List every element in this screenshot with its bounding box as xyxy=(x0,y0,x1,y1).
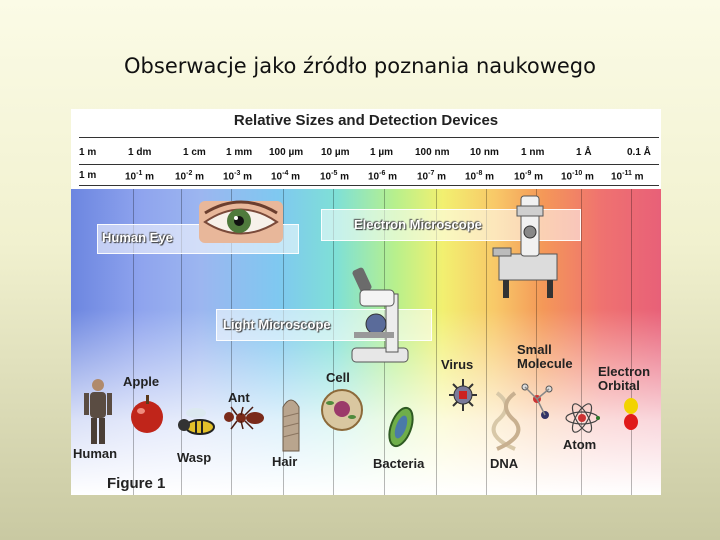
bacteria-icon xyxy=(381,401,421,453)
scale-tick-top: 1 dm xyxy=(128,147,151,158)
scale-tick-top: 10 nm xyxy=(470,147,499,158)
electron-orbital-icon xyxy=(623,397,639,431)
relative-sizes-figure: Relative Sizes and Detection Devices 1 m… xyxy=(71,109,661,495)
scale-tick-top: 1 Å xyxy=(576,147,592,158)
scale-tick-bottom: 10-7 m xyxy=(417,170,446,182)
grid-line xyxy=(133,164,134,495)
slide-title: Obserwacje jako źródło poznania naukoweg… xyxy=(0,54,720,78)
cell-label: Cell xyxy=(326,371,350,385)
wasp-label: Wasp xyxy=(177,451,211,465)
scale-tick-top: 100 nm xyxy=(415,147,449,158)
ant-icon xyxy=(221,405,267,431)
scale-tick-bottom: 10-4 m xyxy=(271,170,300,182)
wasp-icon xyxy=(174,405,220,445)
scale-line-middle xyxy=(79,164,659,165)
grid-line xyxy=(181,164,182,495)
scale-tick-bottom: 1 m xyxy=(79,170,96,181)
bacteria-label: Bacteria xyxy=(373,457,424,471)
dna-label: DNA xyxy=(490,457,518,471)
scale-tick-bottom: 10-8 m xyxy=(465,170,494,182)
small-molecule-icon xyxy=(517,377,557,423)
apple-label: Apple xyxy=(123,375,159,389)
scale-tick-bottom: 10-9 m xyxy=(514,170,543,182)
ant-label: Ant xyxy=(228,391,250,405)
human-eye-label: Human Eye xyxy=(102,230,173,245)
scale-tick-bottom: 10-6 m xyxy=(368,170,397,182)
virus-icon xyxy=(447,377,479,413)
scale-tick-top: 1 nm xyxy=(521,147,544,158)
cell-icon xyxy=(318,387,366,433)
grid-line xyxy=(631,164,632,495)
atom-icon xyxy=(563,401,601,435)
eye-icon xyxy=(197,199,285,245)
scale-tick-top: 100 µm xyxy=(269,147,303,158)
apple-icon xyxy=(128,393,166,435)
hair-icon xyxy=(277,393,305,453)
human-label: Human xyxy=(73,447,117,461)
human-icon xyxy=(81,377,115,447)
scale-tick-top: 1 m xyxy=(79,147,96,158)
figure-caption: Figure 1 xyxy=(107,475,165,492)
scale-tick-bottom: 10-2 m xyxy=(175,170,204,182)
scale-tick-bottom: 10-5 m xyxy=(320,170,349,182)
scale-tick-top: 1 mm xyxy=(226,147,252,158)
scale-line-bottom xyxy=(79,185,659,186)
scale-header: Relative Sizes and Detection Devices 1 m… xyxy=(71,109,661,189)
virus-label: Virus xyxy=(441,358,473,372)
light-microscope-label: Light Microscope xyxy=(223,317,331,332)
scale-line-top xyxy=(79,137,659,138)
scale-tick-top: 1 cm xyxy=(183,147,206,158)
electron-microscope-icon xyxy=(491,192,563,304)
scale-tick-top: 10 µm xyxy=(321,147,350,158)
scale-tick-top: 0.1 Å xyxy=(627,147,651,158)
scale-tick-bottom: 10-11 m xyxy=(611,170,644,182)
scale-tick-bottom: 10-10 m xyxy=(561,170,594,182)
electron-microscope-label: Electron Microscope xyxy=(354,217,482,232)
scale-tick-top: 1 µm xyxy=(370,147,393,158)
hair-label: Hair xyxy=(272,455,297,469)
scale-tick-bottom: 10-3 m xyxy=(223,170,252,182)
atom-label: Atom xyxy=(563,438,596,452)
figure-heading: Relative Sizes and Detection Devices xyxy=(71,112,661,129)
light-microscope-icon xyxy=(346,264,414,368)
scale-tick-bottom: 10-1 m xyxy=(125,170,154,182)
